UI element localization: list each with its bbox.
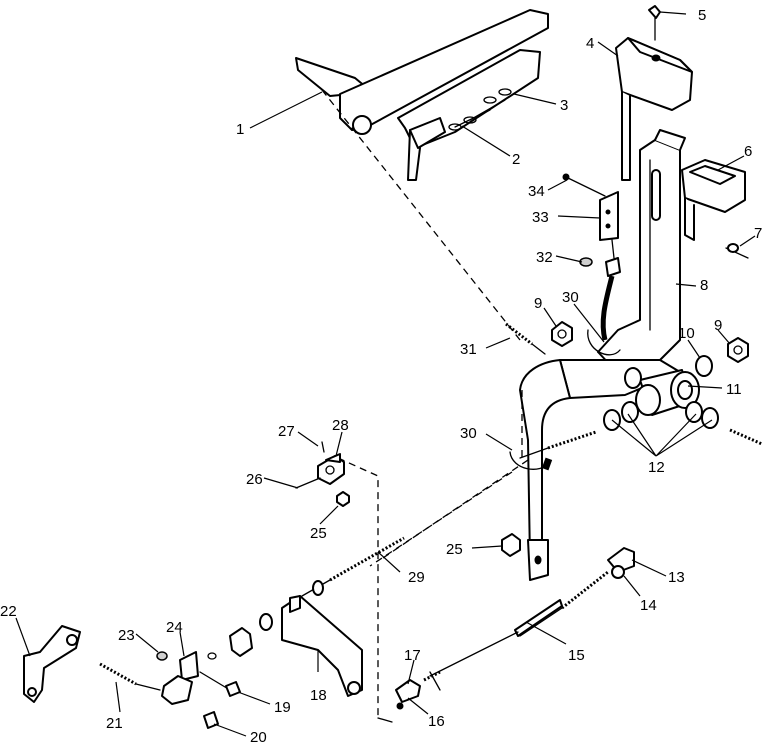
callout-24: 24 [166, 619, 183, 636]
callout-27: 27 [278, 423, 295, 440]
throttle-cable [301, 536, 405, 597]
handle-cap-assembly [615, 5, 693, 111]
callout-26: 26 [246, 471, 263, 488]
callout-4: 4 [586, 35, 594, 52]
cable-mount-bracket [281, 595, 363, 697]
callout-17: 17 [404, 647, 421, 664]
callout-10: 10 [678, 325, 695, 342]
nuts [551, 321, 749, 363]
callout-19: 19 [274, 699, 291, 716]
cable-housing-bracket [681, 159, 749, 259]
callout-13: 13 [668, 569, 685, 586]
callout-32: 32 [536, 249, 553, 266]
assembly-line-1 [321, 89, 521, 341]
linkage-clip [295, 441, 350, 507]
lower-lever-arm [519, 359, 681, 581]
bolt-thread-right [729, 428, 763, 446]
spring-21-hook [135, 683, 161, 691]
callout-30-upper: 30 [562, 289, 579, 306]
callout-28: 28 [332, 417, 349, 434]
callout-22: 22 [0, 603, 17, 620]
callout-3: 3 [560, 97, 568, 114]
callout-30-lower: 30 [460, 425, 477, 442]
cable-route-1 [379, 459, 529, 561]
return-spring [505, 322, 546, 355]
callout-16: 16 [428, 713, 445, 730]
callout-9-right: 9 [714, 317, 722, 334]
tie-rod-assembly [395, 547, 635, 710]
callout-20: 20 [250, 729, 267, 742]
callout-2: 2 [512, 151, 520, 168]
callout-labels: 1 2 3 4 5 6 7 8 9 9 10 11 12 13 14 15 16… [0, 7, 762, 742]
callout-11: 11 [726, 381, 742, 398]
leader-lines [15, 11, 756, 737]
callout-6: 6 [744, 143, 752, 160]
assembly-line-28 [337, 457, 379, 718]
callout-15: 15 [568, 647, 585, 664]
callout-33: 33 [532, 209, 549, 226]
callout-23: 23 [118, 627, 135, 644]
cable-clip [579, 239, 621, 341]
callout-7: 7 [754, 225, 762, 242]
callout-5: 5 [698, 7, 706, 24]
callout-14: 14 [640, 597, 657, 614]
callout-21: 21 [106, 715, 123, 732]
callout-12: 12 [648, 459, 665, 476]
callout-8: 8 [700, 277, 708, 294]
threaded-stud [547, 430, 597, 450]
cable-tie-upper [587, 329, 621, 356]
callout-31: 31 [460, 341, 477, 358]
callout-18: 18 [310, 687, 327, 704]
callout-9-left: 9 [534, 295, 542, 312]
cable-route-2 [369, 471, 513, 567]
pivot-bushing [635, 369, 700, 416]
callout-29: 29 [408, 569, 425, 586]
callout-25-lower: 25 [446, 541, 463, 558]
cable-end-fittings [156, 613, 273, 729]
mounting-bracket-assembly [295, 9, 549, 181]
callout-34: 34 [528, 183, 545, 200]
callout-1: 1 [236, 121, 244, 138]
washers [603, 355, 719, 431]
nut-25-lower [501, 533, 521, 557]
foot-bracket [23, 625, 81, 703]
callout-25-upper: 25 [310, 525, 327, 542]
spring-21 [99, 662, 137, 686]
small-bracket [562, 173, 619, 241]
